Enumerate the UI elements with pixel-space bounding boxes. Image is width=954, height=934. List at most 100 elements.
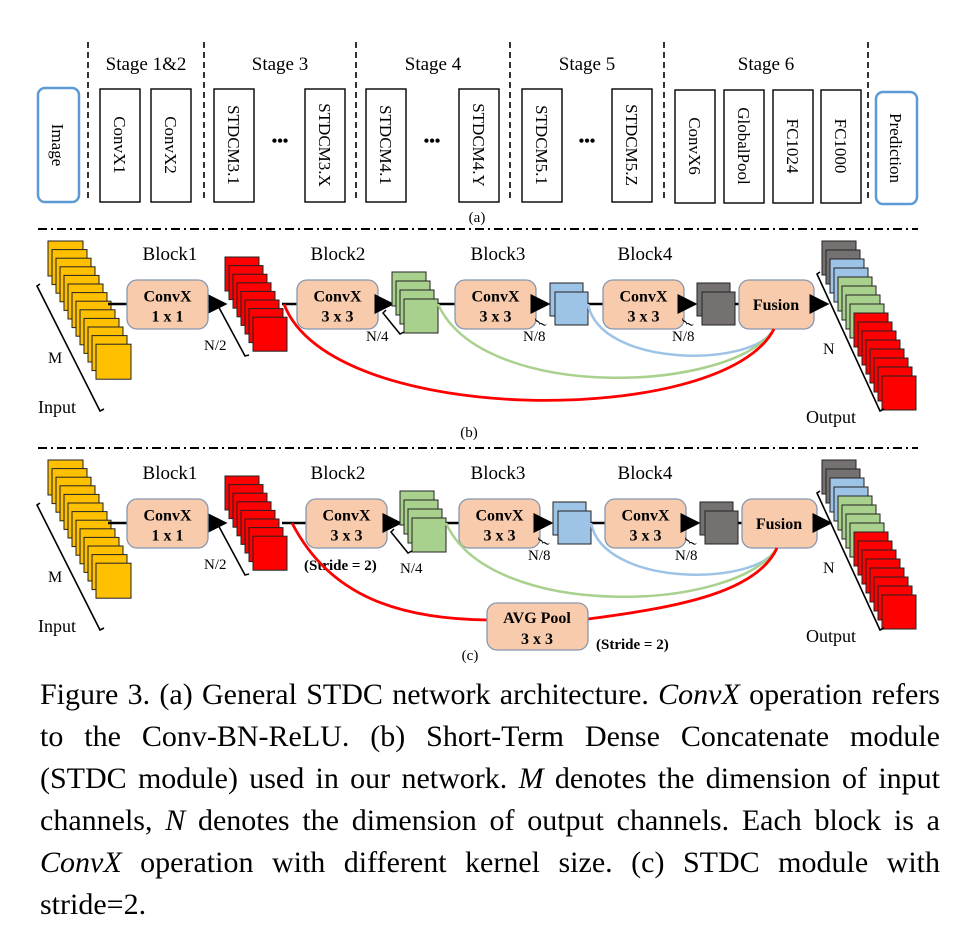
caption-text: denotes the dimension of output channels… (185, 804, 940, 837)
n-label: N (823, 560, 835, 577)
layer-box (611, 88, 653, 203)
layer-box (304, 88, 346, 203)
layer-label: ConvX6 (685, 117, 704, 175)
figure-diagram: Stage 1&2 Stage 3 Stage 4 Stage 5 Stage … (35, 42, 919, 664)
kernel-label: 3 x 3 (322, 309, 354, 326)
image-label: Image (48, 124, 67, 166)
caption-italic: ConvX (658, 678, 740, 711)
block2-channel (403, 298, 439, 334)
layer-label: GlobalPool (734, 107, 753, 185)
convx-box (126, 498, 209, 549)
output-label: Output (806, 626, 856, 646)
n-bracket (815, 490, 885, 632)
layer-box (674, 89, 716, 204)
stage-title: Stage 1&2 (106, 54, 187, 75)
m-label: M (48, 350, 62, 367)
block-title: Block2 (311, 244, 366, 265)
caption-text: operation with different kernel size. (c… (40, 846, 940, 921)
skip-connection-block3 (586, 303, 776, 357)
block-title: Block4 (618, 463, 673, 484)
n-bracket (815, 271, 885, 413)
brace: { (535, 535, 552, 549)
op-label: ConvX (471, 289, 519, 306)
avg-pool-kernel: 3 x 3 (521, 631, 553, 648)
caption-text: Figure 3. (a) General STDC network archi… (40, 678, 659, 711)
layer-label: STDCM5.1 (532, 105, 551, 185)
block-title: Block3 (471, 463, 526, 484)
block4-channel (701, 291, 736, 326)
output-channel (881, 375, 917, 411)
brace: { (532, 316, 549, 330)
stage-title: Stage 6 (738, 54, 794, 75)
stage-title: Stage 3 (252, 54, 308, 75)
caption-text: denotes the dimension of input channels, (40, 762, 940, 837)
caption-italic: N (165, 804, 186, 837)
layer-label: STDCM3.X (315, 103, 334, 187)
stage-title: Stage 5 (559, 54, 615, 75)
dim-label: N/8 (675, 548, 698, 564)
op-label: ConvX (475, 508, 523, 525)
output-channel (881, 594, 917, 630)
block-title: Block4 (618, 244, 673, 265)
layer-box (365, 88, 407, 203)
dim-label: N/2 (204, 557, 227, 573)
panel-a: Stage 1&2 Stage 3 Stage 4 Stage 5 Stage … (36, 42, 919, 226)
input-label: Input (38, 616, 76, 636)
dim-label: N/4 (366, 329, 389, 345)
skip-connection-block2 (436, 303, 776, 380)
layer-box (99, 88, 141, 203)
layer-label: FC1024 (783, 119, 802, 174)
kernel-label: 3 x 3 (480, 309, 512, 326)
input-label: Input (38, 397, 76, 417)
layer-box (213, 88, 255, 203)
block-title: Block2 (311, 463, 366, 484)
op-label: ConvX (313, 289, 361, 306)
layer-label: STDCM4.1 (376, 105, 395, 185)
n2-bracket (214, 299, 250, 357)
kernel-label: 3 x 3 (484, 528, 516, 545)
op-label: ConvX (619, 289, 667, 306)
block3-channel (557, 510, 592, 545)
m-bracket (35, 283, 105, 413)
layer-label: STDCM5.Z (622, 104, 641, 186)
op-label: ConvX (143, 289, 191, 306)
dim-label: N/8 (528, 548, 551, 564)
block1-channel (252, 535, 288, 571)
brace: { (682, 535, 699, 549)
layer-label: FC1000 (831, 119, 850, 174)
ellipsis: ••• (424, 133, 441, 150)
op-label: ConvX (143, 508, 191, 525)
convx-box (126, 279, 209, 330)
skip-connection-block3 (589, 522, 779, 576)
skip-connection-block1 (290, 522, 489, 622)
kernel-label: 3 x 3 (628, 309, 660, 326)
skip-connection-block1 (282, 303, 776, 402)
fusion-label: Fusion (756, 516, 802, 533)
block2-channel (411, 517, 447, 553)
skip-connection-block2 (444, 522, 779, 599)
layer-label: ConvX2 (161, 116, 180, 174)
layer-label: STDCM3.1 (224, 105, 243, 185)
layer-label: STDCM4.Y (469, 103, 488, 187)
input-channel (95, 343, 132, 380)
caption-italic: M (518, 762, 544, 795)
n4-bracket (381, 309, 405, 335)
layer-box (150, 88, 192, 203)
stride-note: (Stride = 2) (304, 558, 377, 574)
kernel-label: 3 x 3 (331, 528, 363, 545)
op-label: ConvX (621, 508, 669, 525)
layer-box (723, 89, 765, 204)
m-label: M (48, 569, 62, 586)
block1-channel (252, 316, 288, 352)
dim-label: N/8 (672, 329, 695, 345)
panel-label: (c) (462, 648, 479, 664)
block3-channel (554, 291, 589, 326)
block-title: Block3 (471, 244, 526, 265)
kernel-label: 1 x 1 (152, 528, 184, 545)
caption-text: operation refers to the Conv-BN-ReLU. (b… (40, 678, 940, 795)
input-channel (95, 562, 132, 599)
block-title: Block1 (143, 244, 198, 265)
skip-connection-block1 (587, 547, 779, 621)
n2-bracket (214, 518, 250, 576)
